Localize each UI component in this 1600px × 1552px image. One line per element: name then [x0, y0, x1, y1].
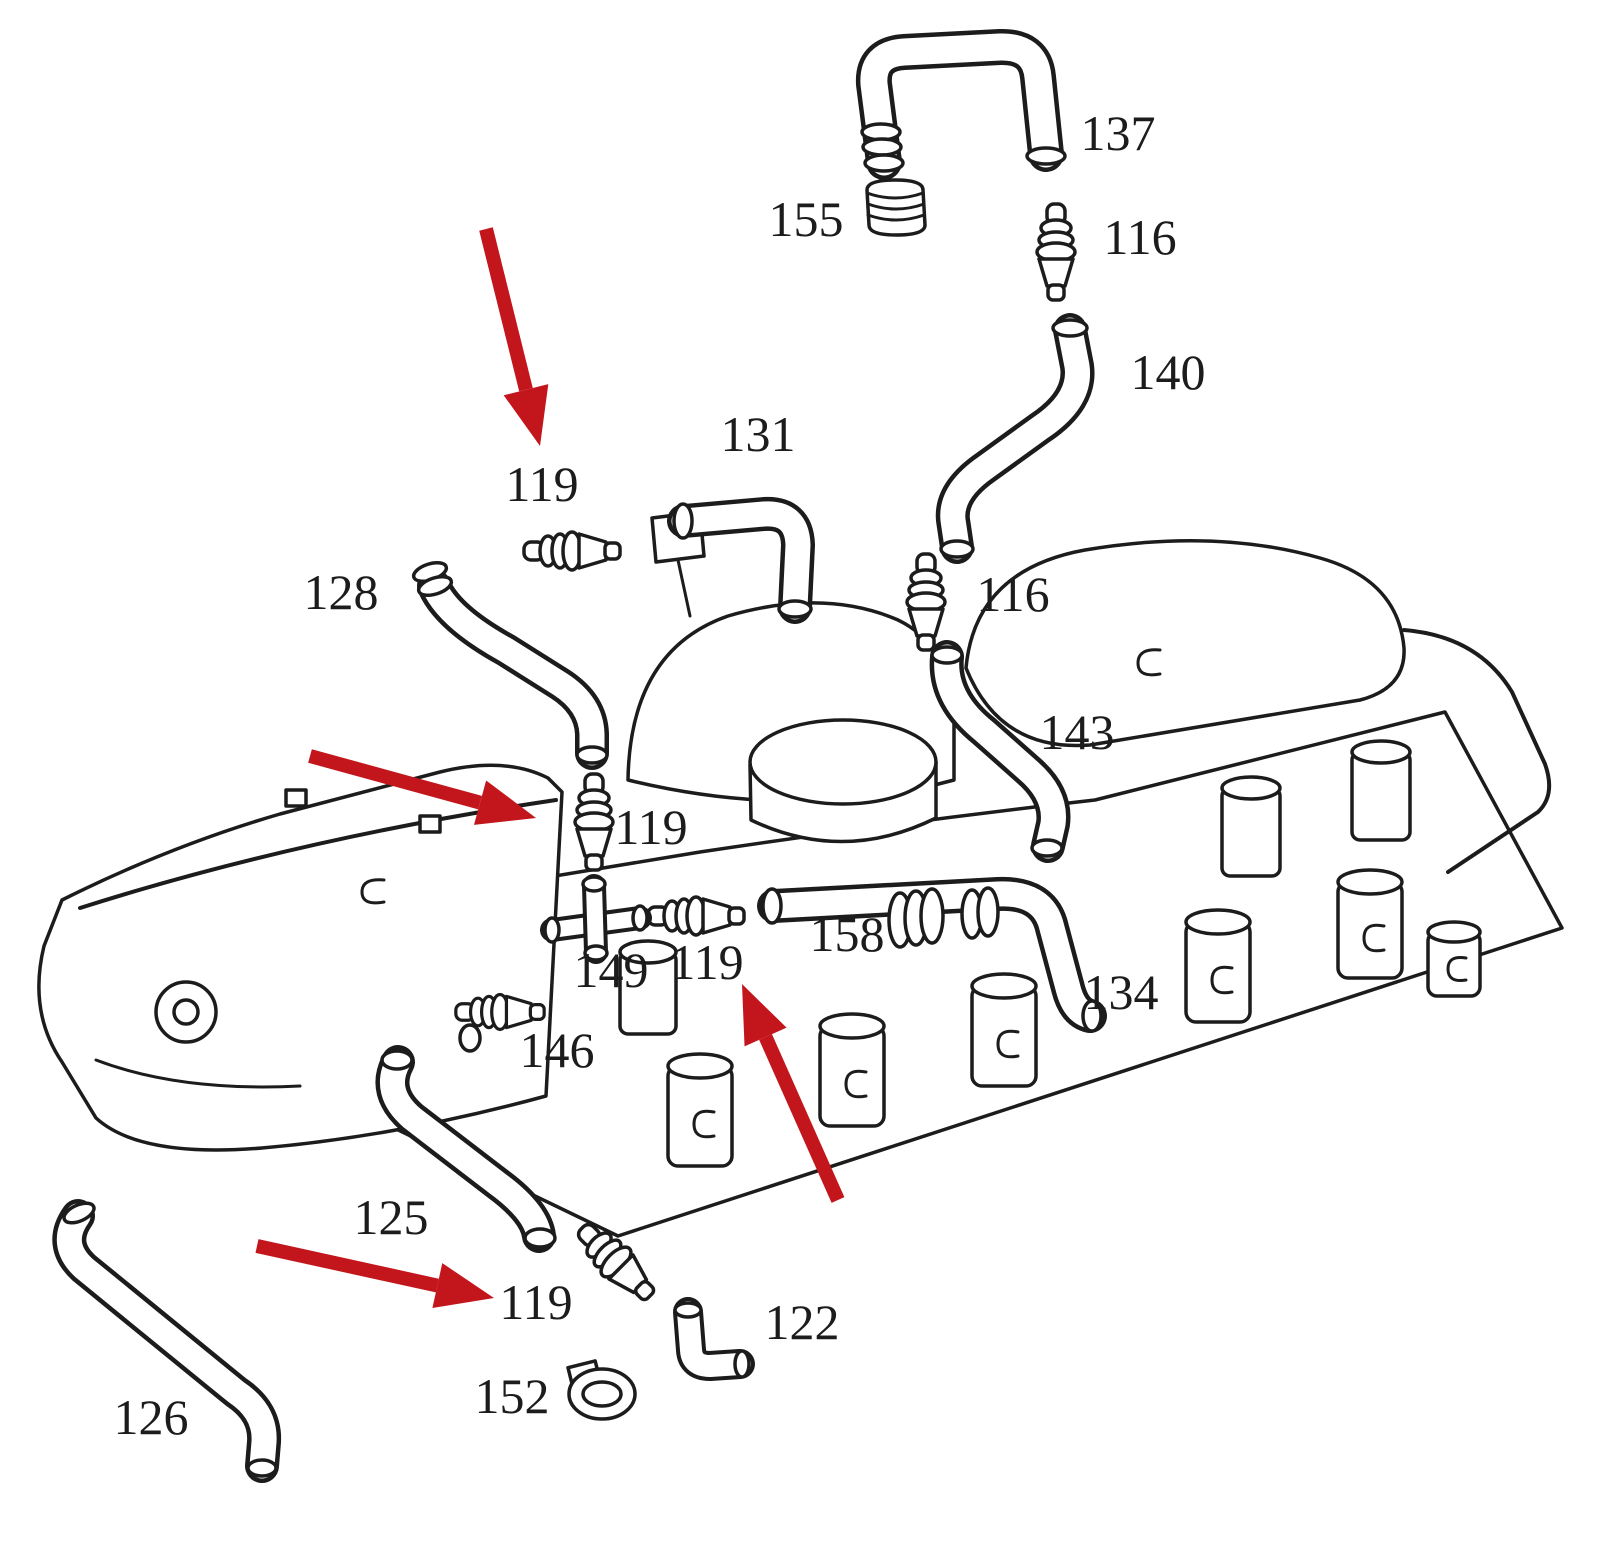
part-label-122: 122	[765, 1294, 840, 1350]
part-label-128: 128	[304, 564, 379, 620]
bracket-131-stem	[676, 558, 692, 618]
part-label-143: 143	[1040, 704, 1115, 760]
hose-128	[411, 561, 609, 770]
hose-140	[935, 313, 1095, 564]
hose-137	[855, 29, 1067, 180]
check-valve-116-upper	[1035, 202, 1077, 302]
rear-plate-edge	[1402, 628, 1552, 874]
part-label-149: 149	[574, 942, 649, 998]
rear-stub	[618, 939, 678, 1036]
part-label-140: 140	[1131, 344, 1206, 400]
clamp-152	[566, 1359, 637, 1421]
hose-126	[52, 1199, 282, 1483]
part-label-119-lower: 119	[499, 1274, 572, 1330]
check-valve-119-upper	[522, 530, 622, 572]
hoses	[52, 29, 1107, 1483]
part-label-152: 152	[475, 1368, 550, 1424]
valve-cover	[37, 763, 564, 1152]
runner-stub	[1426, 920, 1482, 998]
runner-stub	[1184, 908, 1252, 1024]
arrow-119-left	[308, 749, 536, 825]
rear-post	[1220, 775, 1282, 878]
plate-c-mark	[1136, 648, 1162, 677]
arrow-119-lower	[255, 1239, 494, 1309]
arrows-layer	[255, 227, 845, 1309]
valve-cover-lower-line	[94, 1058, 302, 1089]
labels-layer: 137 155 116 140 131 119 128 116 143 119 158 119 149 1…	[114, 105, 1206, 1445]
fitting-146	[454, 992, 546, 1053]
part-label-155: 155	[769, 191, 844, 247]
oil-cap-inner	[172, 998, 200, 1026]
runner-stub	[818, 1012, 886, 1128]
part-label-119-left: 119	[614, 799, 687, 855]
runner-stub	[970, 972, 1038, 1088]
part-label-119-center: 119	[670, 934, 743, 990]
part-label-137: 137	[1081, 105, 1156, 161]
top-right-plate	[964, 538, 1406, 748]
throttle-cylinder-top	[748, 718, 938, 806]
check-valve-119-left	[573, 772, 615, 872]
part-label-131: 131	[721, 406, 796, 462]
hose-134	[757, 876, 1107, 1033]
arrow-119-center	[742, 984, 845, 1203]
arrow-119-upper	[479, 227, 549, 446]
part-label-116-upper: 116	[1103, 209, 1176, 265]
fittings	[454, 178, 1077, 1421]
rear-post	[1350, 739, 1412, 842]
hose-143	[929, 640, 1071, 863]
engine-art	[37, 510, 1564, 1238]
grommet-155	[865, 178, 927, 237]
part-label-119-upper: 119	[505, 456, 578, 512]
part-label-146: 146	[520, 1022, 595, 1078]
cover-boss	[418, 814, 442, 834]
connector-158	[887, 886, 1000, 949]
hose-131	[667, 496, 815, 624]
tee-fitting-149	[540, 874, 652, 964]
part-label-134: 134	[1084, 964, 1159, 1020]
cover-boss	[284, 788, 308, 808]
part-label-125: 125	[354, 1189, 429, 1245]
part-label-126: 126	[114, 1389, 189, 1445]
hose-125	[375, 1045, 557, 1253]
part-label-158: 158	[810, 906, 885, 962]
runner-stub	[666, 1052, 734, 1168]
part-label-116-mid: 116	[976, 566, 1049, 622]
runner-stub	[1336, 868, 1404, 980]
cover-c-mark	[360, 878, 386, 905]
elbow-122	[673, 1297, 755, 1381]
